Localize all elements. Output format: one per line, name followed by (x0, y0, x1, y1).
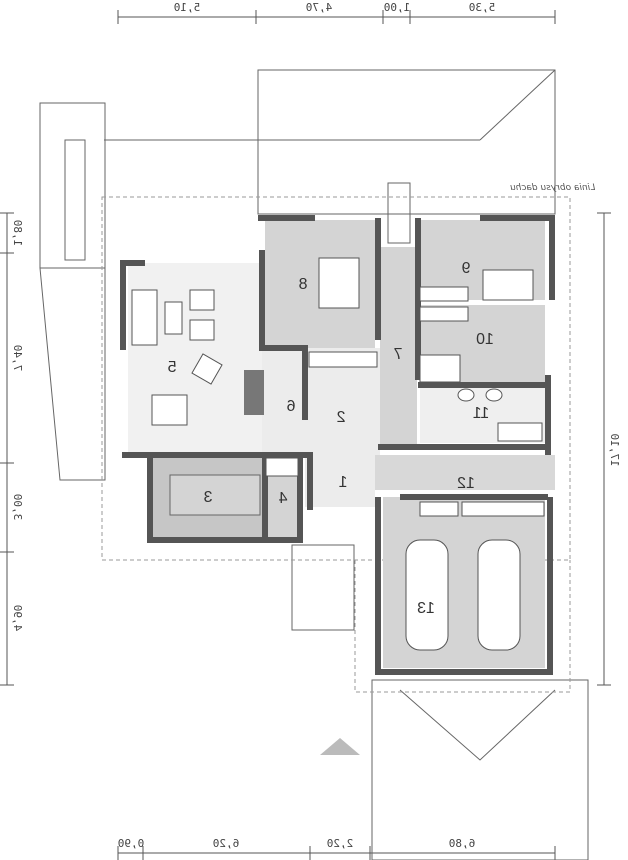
dimension-bottom: 0,90 6,20 2,20 6,80 (117, 837, 556, 860)
room-number: 6 (286, 398, 295, 415)
room-number: 4 (278, 490, 287, 507)
dim-label: 2,20 (327, 837, 354, 850)
roof-structures: Linia obrysu dachu (39, 69, 595, 860)
dim-label: 17,10 (608, 433, 621, 466)
dim-label: 5,30 (469, 1, 496, 14)
dimension-top: 5,10 4,70 1,00 5,30 (117, 1, 556, 24)
room-labels: 1 2 3 4 5 6 7 8 9 10 11 12 13 (167, 260, 493, 617)
room-number: 7 (393, 346, 402, 363)
entrance-arrow-icon (320, 738, 360, 755)
room-number: 11 (473, 405, 490, 422)
room-number: 9 (461, 260, 470, 277)
room-number: 10 (476, 331, 494, 348)
dim-label: 1,00 (384, 1, 411, 14)
roof-outline (101, 196, 571, 561)
room-number: 8 (298, 276, 307, 293)
dimension-left: 1,80 7,40 3,00 4,90 (0, 212, 24, 686)
room-number: 2 (336, 409, 345, 426)
dim-label: 4,70 (306, 1, 333, 14)
room-number: 12 (457, 475, 475, 492)
car-icon (405, 539, 521, 651)
furniture (131, 257, 545, 651)
room-number: 3 (203, 489, 212, 506)
room-number: 5 (167, 359, 176, 376)
room-number: 13 (417, 600, 435, 617)
room-number: 1 (338, 474, 347, 491)
dim-label: 1,80 (11, 220, 24, 247)
dim-label: 6,80 (449, 837, 476, 850)
dim-label: 5,10 (174, 1, 201, 14)
walls (120, 215, 555, 675)
dim-label: 3,00 (11, 494, 24, 521)
roof-outline-label: Linia obrysu dachu (510, 183, 595, 193)
dim-label: 0,90 (118, 837, 145, 850)
dimension-right: 17,10 (597, 212, 621, 686)
dim-label: 7,40 (11, 345, 24, 372)
dim-label: 4,90 (11, 605, 24, 632)
dim-label: 6,20 (213, 837, 240, 850)
